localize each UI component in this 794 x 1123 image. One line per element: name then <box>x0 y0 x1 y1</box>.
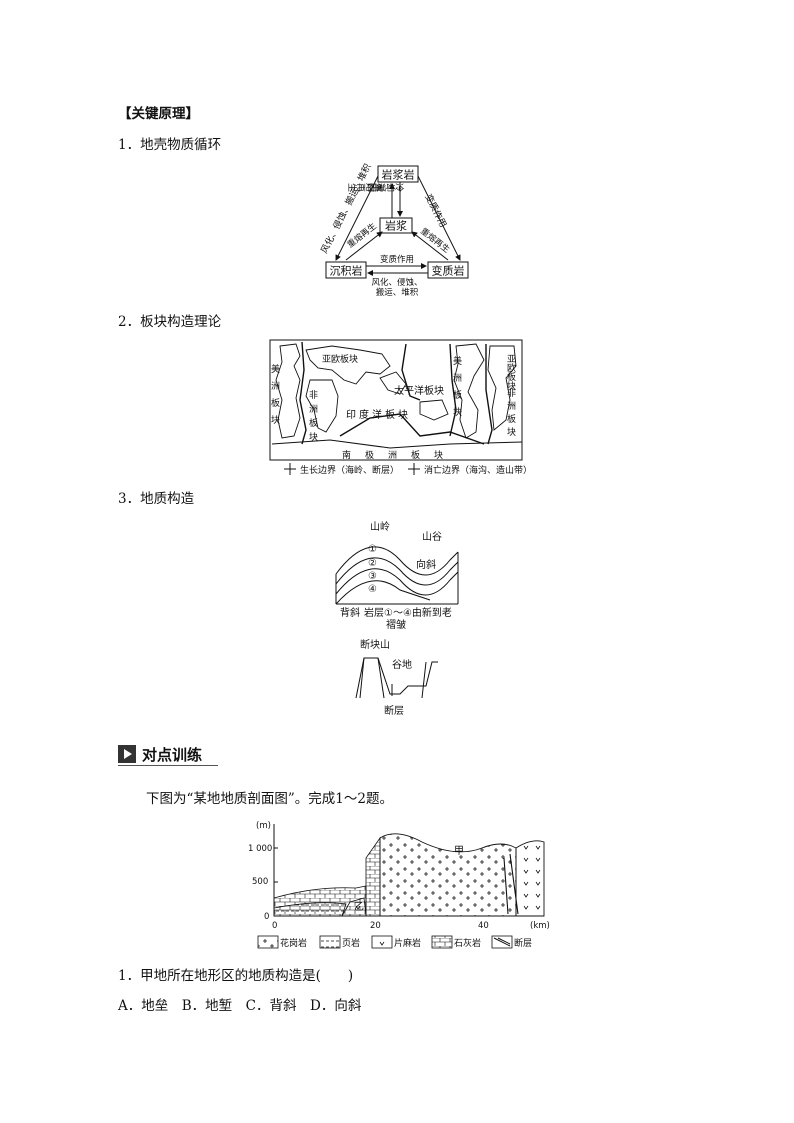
legend-limestone-swatch <box>431 935 453 949</box>
section-3-title: 3．地质构造 <box>118 491 195 507</box>
node-sedimentary: 沉积岩 <box>330 264 363 278</box>
x-unit: (km) <box>530 921 550 931</box>
fault-horst: 断块山 <box>360 638 390 651</box>
edge-meta-bottom: 变质作用 <box>380 254 414 265</box>
node-metamorphic: 变质岩 <box>432 264 465 278</box>
fault-caption: 断层 <box>384 704 404 717</box>
fold-layer-3: ③ <box>368 571 377 582</box>
banner-rule <box>118 765 218 766</box>
y-tick-0: 0 <box>264 912 269 922</box>
legend-shale-swatch <box>319 935 341 949</box>
plate-label-eurasia-right: 亚欧板块 <box>505 354 516 391</box>
x-tick-0: 0 <box>272 921 277 931</box>
plate-label-pacific: 太平洋板块 <box>394 384 444 397</box>
edge-meta-right: 变质作用 <box>422 192 449 230</box>
y-tick-500: 500 <box>252 877 268 887</box>
legend-granite: 花岗岩 <box>280 937 307 949</box>
fold-syncline: 向斜 <box>416 558 436 571</box>
edge-remelt-a: 重熔再生 <box>348 181 385 192</box>
plate-label-africa: 非洲板块 <box>307 389 318 446</box>
question-1-options: A．地垒 B．地堑 C．背斜 D．向斜 <box>118 998 362 1014</box>
section-header: 【关键原理】 <box>118 106 199 122</box>
y-tick-1000: 1 000 <box>248 844 272 854</box>
legend-consume-symbol <box>408 463 420 475</box>
plate-label-america-left: 美洲板块 <box>269 363 280 432</box>
fold-layer-4: ④ <box>368 584 377 595</box>
section-1-title: 1．地壳物质循环 <box>118 137 222 153</box>
fold-layer-2: ② <box>368 558 377 569</box>
plate-label-antarctica: 南极洲板块 <box>342 449 457 461</box>
edge-remelt-left: 重熔再生 <box>345 220 379 250</box>
node-magma-rock: 岩浆岩 <box>382 168 415 182</box>
y-unit: (m) <box>256 821 271 831</box>
fold-ridge: 山岭 <box>370 520 390 533</box>
fault-graben: 谷地 <box>392 658 412 671</box>
section-2-title: 2．板块构造理论 <box>118 314 222 330</box>
rock-cycle-diagram: 岩浆岩 岩浆 沉积岩 变质岩 重熔再生 冷却凝固 风化、侵蚀、搬运、堆积 重熔再… <box>318 162 469 298</box>
legend-gneiss: 片麻岩 <box>394 937 421 949</box>
legend-growth: 生长边界（海岭、断层） <box>300 464 399 476</box>
plate-label-eurasia: 亚欧板块 <box>322 353 358 365</box>
practice-banner: 对点训练 <box>118 744 218 766</box>
practice-intro: 下图为“某地地质剖面图”。完成1～2题。 <box>146 791 393 807</box>
geological-profile: (m) 1 000 500 0 0 20 40 (km) 甲 乙 花岗岩 页岩 … <box>248 821 550 949</box>
plate-tectonics-map: 亚欧板块 非洲板块 印度洋板块 太平洋板块 美洲板块 亚欧板块 美洲板块 非洲板… <box>269 339 532 476</box>
node-magma: 岩浆 <box>385 219 407 233</box>
x-tick-40: 40 <box>478 921 489 931</box>
plate-label-africa-right: 非洲板块 <box>505 387 516 440</box>
legend-shale: 页岩 <box>342 937 360 949</box>
question-1: 1．甲地所在地形区的地质构造是( ) <box>118 968 354 984</box>
fold-valley: 山谷 <box>422 531 442 543</box>
legend-limestone: 石灰岩 <box>454 937 481 949</box>
edge-bottom-1: 风化、侵蚀、 <box>371 277 422 288</box>
practice-banner-label: 对点训练 <box>142 746 203 764</box>
label-jia: 甲 <box>454 846 464 857</box>
x-tick-20: 20 <box>370 921 381 931</box>
fold-layer-note: 岩层①～④由新到老 <box>364 606 452 619</box>
legend-growth-symbol <box>284 463 296 475</box>
edge-cool: 冷却凝固 <box>367 181 405 192</box>
plate-label-america-right: 美洲板块 <box>451 355 462 424</box>
fold-caption: 褶皱 <box>386 618 406 631</box>
fold-layer-1: ① <box>368 544 377 555</box>
fault-diagram: 断块山 谷地 断层 <box>355 638 438 717</box>
label-yi: 乙 <box>354 901 364 913</box>
legend-gneiss-swatch <box>371 935 393 949</box>
legend-granite-swatch <box>257 935 279 949</box>
plate-label-indian: 印度洋板块 <box>346 408 411 421</box>
legend-fault-swatch <box>491 935 513 949</box>
legend-fault: 断层 <box>514 937 532 949</box>
edge-bottom-2: 搬运、堆积 <box>376 287 419 298</box>
legend-consume: 消亡边界（海沟、造山带） <box>424 464 532 476</box>
fold-anticline: 背斜 <box>340 606 360 619</box>
play-icon <box>118 745 136 763</box>
fold-diagram: 山岭 山谷 向斜 ① ② ③ ④ 背斜 岩层①～④由新到老 褶皱 <box>335 520 459 631</box>
